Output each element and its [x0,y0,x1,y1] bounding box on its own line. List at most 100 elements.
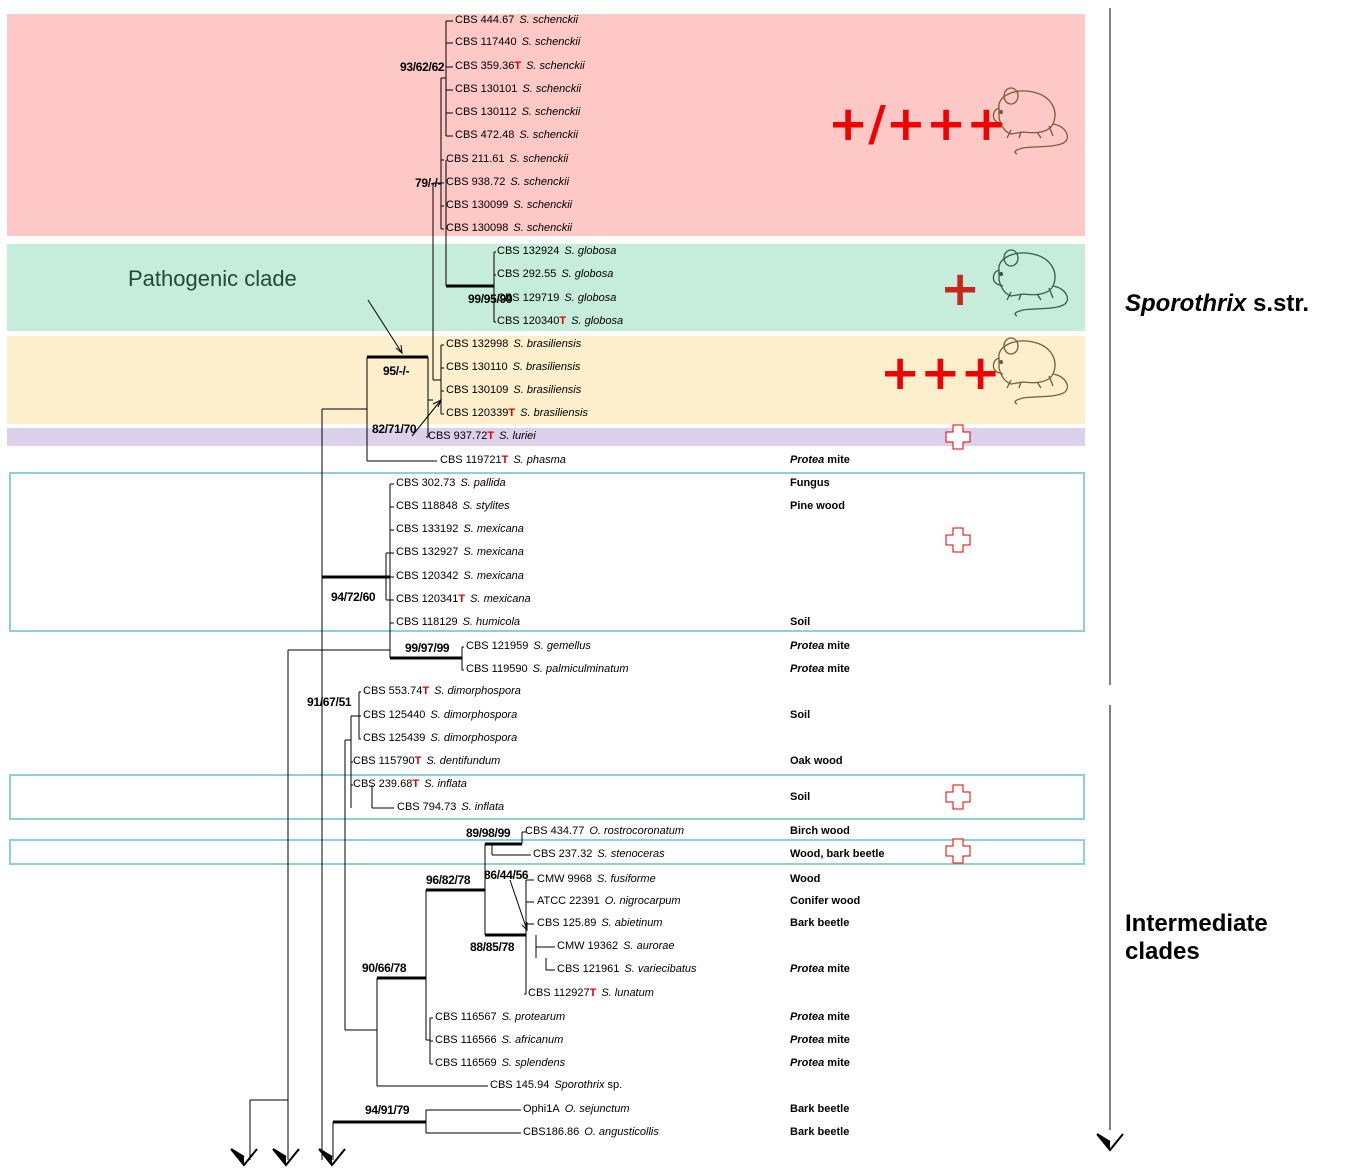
species-name: O. angusticollis [584,1126,659,1138]
support-value: 96/82/78 [426,873,471,887]
species-name: S. splendens [501,1057,566,1069]
species-name: S. stenoceras [597,848,665,860]
strain-id: CBS 145.94 [490,1079,550,1091]
species-name: O. sejunctum [564,1103,630,1115]
brasiliensis-band [7,336,1085,424]
habitat-label: Protea mite [790,1057,850,1070]
species-name: S. brasiliensis [512,361,581,373]
species-name: S. globosa [571,315,624,327]
strain-id: CBS 132998 [446,338,509,350]
support-value: 91/67/51 [307,695,352,709]
strain-id: CBS 125439 [363,732,426,744]
open-cross-icon [945,838,971,864]
species-name: S. schenckii [519,14,579,26]
species-name: S. protearum [501,1011,566,1023]
species-name: S. humicola [462,616,521,628]
species-name: S. mexicana [470,593,531,605]
strain-id: CBS 119721 [440,454,502,466]
box-stenoceras [9,839,1085,865]
strain-id: CBS 302.73 [396,477,456,489]
taxon-label: CBS186.86 O. angusticollis [523,1126,659,1139]
species-name: S. dentifundum [426,755,501,767]
pointer-head-icon [395,344,403,355]
type-strain-marker: T [589,987,597,999]
strain-id: CBS 119590 [466,663,528,675]
support-value: 89/98/99 [466,826,511,840]
mouse-icon [992,337,1068,405]
strain-id: CBS 121959 [466,640,529,652]
type-strain-marker: T [514,60,522,72]
habitat-genus: Protea [790,963,825,975]
strain-id: CMW 9968 [537,873,593,885]
species-name: S. schenckii [510,176,570,188]
habitat-text: mite [824,454,850,466]
strain-id: CBS 130101 [455,83,518,95]
species-name: S. pallida [460,477,506,489]
habitat-label: Bark beetle [790,1126,849,1139]
strain-id: CBS186.86 [523,1126,580,1138]
type-strain-marker: T [458,593,466,605]
species-name: S. africanum [501,1034,564,1046]
strain-id: CBS 115790 [353,755,415,767]
support-value: 79/-/- [415,176,442,190]
habitat-text: Birch wood [790,825,850,837]
strain-id: CBS 112927 [528,987,590,999]
taxon-label: CBS 302.73 S. pallida [396,477,506,490]
habitat-genus: Protea [790,1057,825,1069]
luriei-band [7,428,1085,446]
habitat-text: Oak wood [790,755,843,767]
species-name: Sporothrix [554,1079,605,1091]
pointer-head-icon [432,398,442,408]
habitat-label: Wood, bark beetle [790,848,885,861]
habitat-text: Bark beetle [790,917,850,929]
species-name: S. mexicana [463,546,524,558]
strain-id: CBS 130112 [455,106,517,118]
type-strain-marker: T [501,454,509,466]
habitat-label: Birch wood [790,825,850,838]
support-value: 94/91/79 [365,1103,410,1117]
species-name: S. stylites [462,500,510,512]
type-strain-marker: T [422,685,430,697]
habitat-label: Soil [790,616,810,629]
habitat-text: Wood [790,873,821,885]
habitat-text: Pine wood [790,500,845,512]
virulence-globosa: + [940,261,981,317]
support-value: 82/71/70 [372,422,417,436]
strain-id: CBS 434.77 [525,825,585,837]
species-name: S. brasiliensis [520,407,588,419]
strain-id: CBS 118848 [396,500,458,512]
strain-id: CBS 121961 [557,963,620,975]
open-cross-icon [945,527,971,553]
habitat-text: mite [824,1057,850,1069]
species-name: S. schenckii [521,36,581,48]
habitat-label: Fungus [790,477,830,490]
taxon-label: CBS 118848 S. stylites [396,500,510,513]
pointer-arrow-icon [411,399,442,437]
strain-id: CBS 133192 [396,523,459,535]
species-name: S. mexicana [463,570,524,582]
habitat-label: Soil [790,791,811,803]
pointer-arrow-icon [509,879,528,931]
open-cross-icon [945,424,971,450]
species-name: S. schenckii [513,222,573,234]
habitat-label: Protea mite [790,1034,850,1047]
